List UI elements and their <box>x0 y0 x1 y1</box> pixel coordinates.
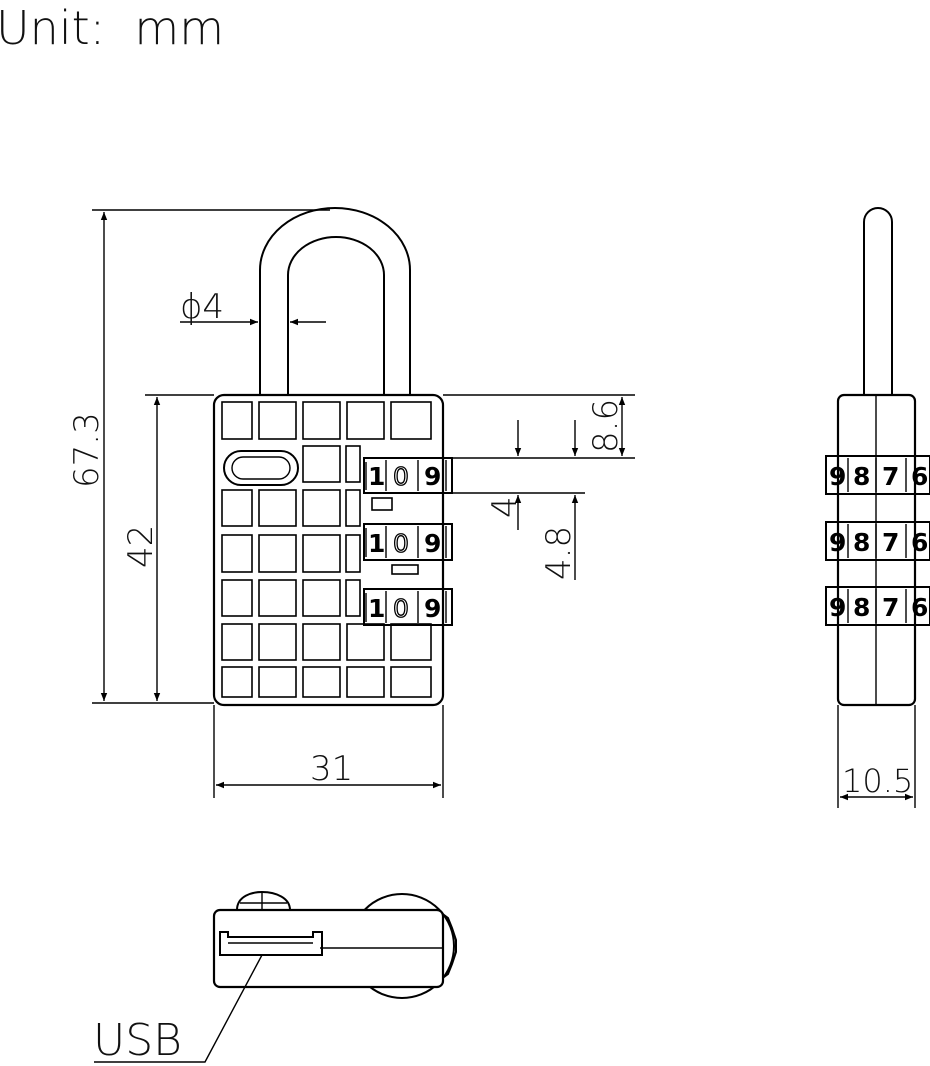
side-dial-1-digit-1: 9 <box>829 462 846 491</box>
front-dial-2-digit-1: 1 <box>368 529 385 558</box>
bottom-view: USB <box>93 890 457 1066</box>
unit-label: Unit: mm <box>0 1 224 55</box>
shackle <box>259 207 411 395</box>
side-dial-1-digit-3: 7 <box>882 462 899 491</box>
front-dial-1: 1 0 9 <box>363 457 453 494</box>
side-dial-3: 9 8 7 6 <box>825 586 930 626</box>
side-dial-2-digit-3: 7 <box>882 528 899 557</box>
front-dial-1-digit-3: 9 <box>424 462 441 491</box>
dim-dial-height: 4 <box>485 496 525 518</box>
reset-slot <box>223 450 299 486</box>
side-dial-1: 9 8 7 6 <box>825 455 930 495</box>
dim-total-height: 67.3 <box>67 412 107 488</box>
front-dial-3-digit-3: 9 <box>424 594 441 623</box>
dim-body-width: 31 <box>310 749 353 789</box>
front-dial-3-digit-1: 1 <box>368 594 385 623</box>
side-dial-2-digit-4: 6 <box>911 528 928 557</box>
side-dial-3-digit-4: 6 <box>911 593 928 622</box>
side-dial-3-digit-2: 8 <box>853 593 870 622</box>
side-view: 9 8 7 6 9 8 7 6 9 8 7 6 10.5 <box>825 207 930 808</box>
side-dial-2-digit-1: 9 <box>829 528 846 557</box>
usb-label: USB <box>93 1015 182 1066</box>
dim-body-height: 42 <box>121 525 161 568</box>
front-view: 1 0 9 1 0 9 1 0 9 <box>67 207 635 798</box>
dim-side-thickness: 10.5 <box>842 762 913 800</box>
dim-shackle-diameter: ϕ4 <box>180 287 224 327</box>
usb-leader <box>94 954 263 1063</box>
front-dial-3: 1 0 9 <box>363 588 453 626</box>
side-dial-1-digit-2: 8 <box>853 462 870 491</box>
front-dial-1-digit-1: 1 <box>368 462 385 491</box>
side-dial-2: 9 8 7 6 <box>825 521 930 561</box>
side-dial-2-digit-2: 8 <box>853 528 870 557</box>
front-dial-2: 1 0 9 <box>363 523 453 561</box>
body-grid <box>221 401 432 698</box>
front-dial-2-digit-2: 0 <box>393 529 409 558</box>
side-shackle <box>863 207 893 395</box>
usb-port <box>219 931 323 956</box>
side-dial-1-digit-4: 6 <box>911 462 928 491</box>
side-dial-3-digit-3: 7 <box>882 593 899 622</box>
front-dial-2-digit-3: 9 <box>424 529 441 558</box>
front-dial-3-digit-2: 0 <box>393 594 409 623</box>
front-dial-1-digit-2: 0 <box>393 462 409 491</box>
dim-top-to-dial: 8.6 <box>586 399 626 453</box>
shackle-inner <box>287 236 385 395</box>
side-dial-3-digit-1: 9 <box>829 593 846 622</box>
bottom-knob <box>236 890 291 911</box>
dim-dial-pitch: 4.8 <box>539 526 579 580</box>
